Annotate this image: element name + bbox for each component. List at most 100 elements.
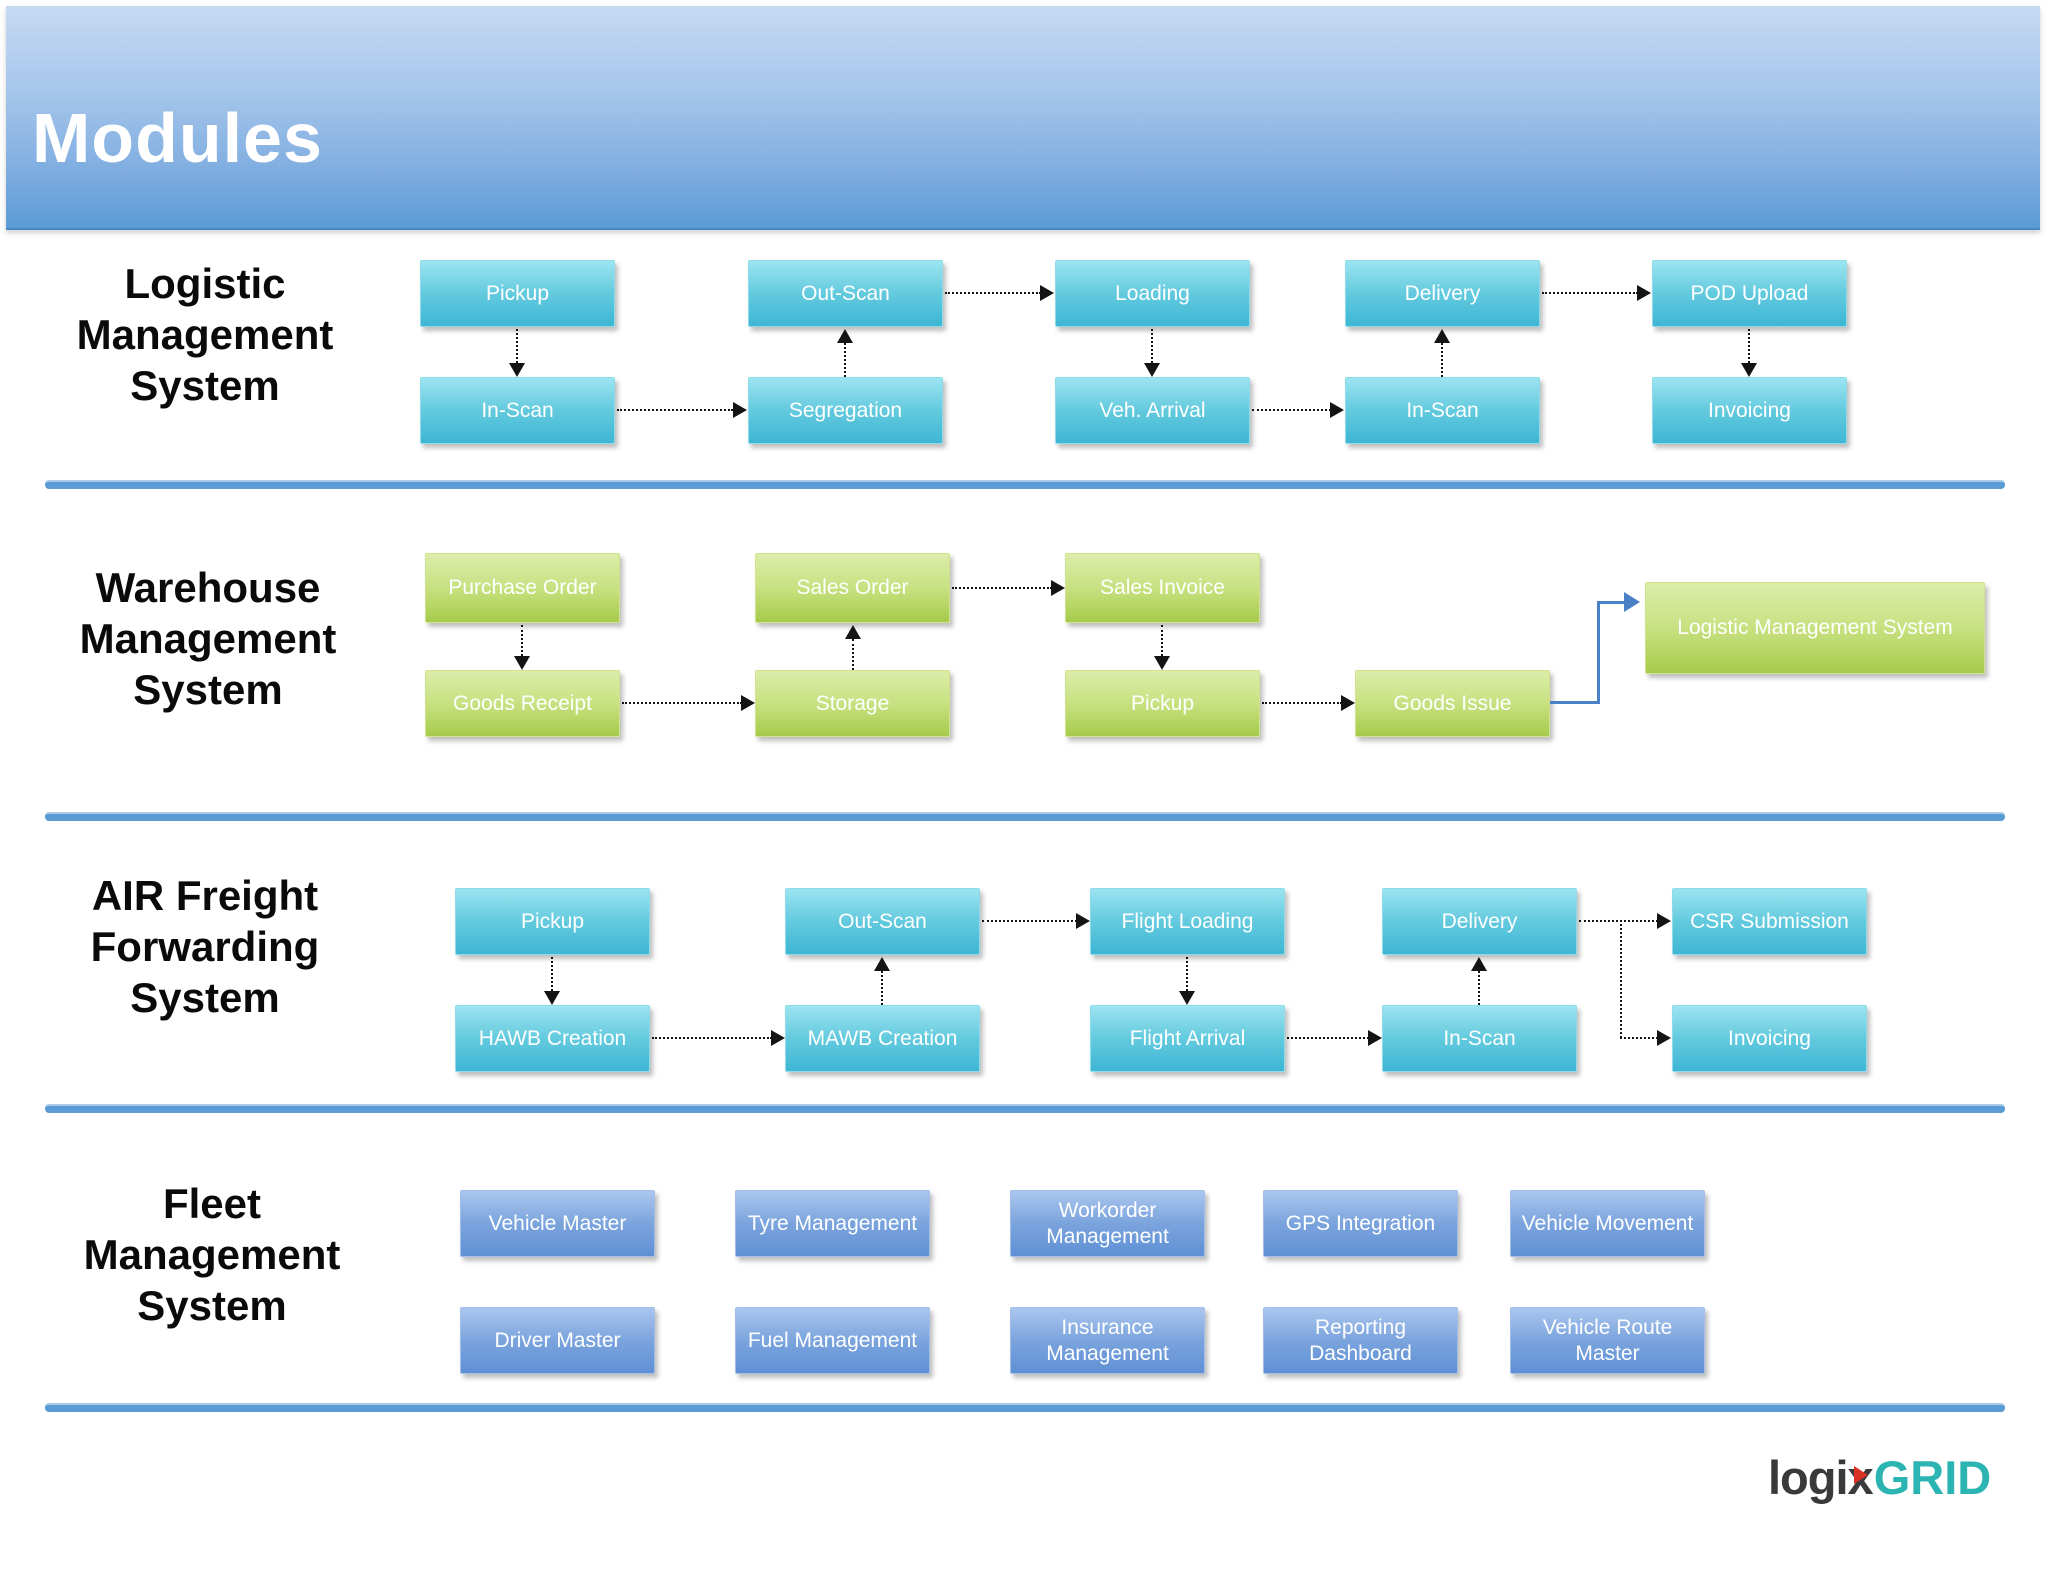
section-title-fleet: Fleet Management System: [83, 1180, 341, 1330]
wms-pickup-box: Pickup: [1065, 670, 1260, 737]
arrowhead-hawb-mawb: [771, 1030, 785, 1046]
aff-hawb-creation-box: HAWB Creation: [455, 1005, 650, 1072]
arrowhead-inscan-segregation: [733, 402, 747, 418]
arrowhead-salesinvoice-pickup: [1154, 656, 1170, 670]
elbow-line-goodsissue-v: [1597, 601, 1600, 704]
aff-inscan-box: In-Scan: [1382, 1005, 1577, 1072]
arrowhead-flightloading-flightarrival: [1179, 991, 1195, 1005]
arrowhead-affoutscan-flightloading: [1076, 913, 1090, 929]
arrow-line-delivery-invoicing: [1620, 1037, 1658, 1039]
arrow-line-salesinvoice-pickup: [1161, 625, 1163, 656]
arrow-line-delivery-branch-v: [1620, 920, 1622, 1038]
arrow-line-po-goodsreceipt: [521, 625, 523, 656]
fms-vehicle-master-box: Vehicle Master: [460, 1190, 655, 1257]
section-title-airfreight: AIR Freight Forwarding System: [90, 872, 320, 1022]
arrowhead-delivery-pod: [1637, 285, 1651, 301]
arrow-line-inscan2-delivery: [1441, 343, 1443, 377]
fms-driver-master-box: Driver Master: [460, 1307, 655, 1374]
lms-outscan-box: Out-Scan: [748, 260, 943, 327]
arrow-line-veharrival-inscan2: [1252, 409, 1331, 411]
elbow-line-goodsissue-h: [1550, 701, 1600, 704]
arrowhead-pod-invoicing: [1741, 363, 1757, 377]
fms-gps-integration-box: GPS Integration: [1263, 1190, 1458, 1257]
arrowhead-outscan-loading: [1040, 285, 1054, 301]
logo-red-triangle-icon: [1853, 1466, 1868, 1484]
arrow-line-mawb-outscan: [881, 971, 883, 1005]
arrowhead-storage-salesorder: [845, 625, 861, 639]
fms-workorder-management-box: Workorder Management: [1010, 1190, 1205, 1257]
section-title-logistic: Logistic Management System: [76, 260, 334, 410]
arrow-line-affpickup-hawb: [551, 957, 553, 991]
aff-delivery-box: Delivery: [1382, 888, 1577, 955]
divider-2: [45, 812, 2005, 821]
page-title: Modules: [32, 99, 323, 177]
arrowhead-goodsreceipt-storage: [741, 695, 755, 711]
aff-csr-submission-box: CSR Submission: [1672, 888, 1867, 955]
wms-sales-invoice-box: Sales Invoice: [1065, 553, 1260, 623]
arrow-line-delivery-pod: [1542, 292, 1638, 294]
arrow-line-segregation-outscan: [844, 343, 846, 377]
aff-mawb-creation-box: MAWB Creation: [785, 1005, 980, 1072]
wms-goods-receipt-box: Goods Receipt: [425, 670, 620, 737]
lms-delivery-box: Delivery: [1345, 260, 1540, 327]
aff-flight-loading-box: Flight Loading: [1090, 888, 1285, 955]
arrow-line-affinscan-delivery: [1478, 971, 1480, 1005]
divider-3: [45, 1104, 2005, 1113]
wms-lms-link-box: Logistic Management System: [1645, 582, 1985, 674]
arrow-line-goodsreceipt-storage: [622, 702, 742, 704]
arrowhead-inscan2-delivery: [1434, 329, 1450, 343]
arrowhead-veharrival-inscan2: [1330, 402, 1344, 418]
fms-insurance-management-box: Insurance Management: [1010, 1307, 1205, 1374]
header-banner: Modules: [6, 6, 2040, 230]
arrow-line-inscan-segregation: [617, 409, 733, 411]
arrow-line-loading-veharrival: [1151, 329, 1153, 363]
aff-pickup-box: Pickup: [455, 888, 650, 955]
lms-veh-arrival-box: Veh. Arrival: [1055, 377, 1250, 444]
lms-segregation-box: Segregation: [748, 377, 943, 444]
fms-vehicle-movement-box: Vehicle Movement: [1510, 1190, 1705, 1257]
arrowhead-loading-veharrival: [1144, 363, 1160, 377]
arrow-line-pickup-inscan: [516, 329, 518, 363]
lms-loading-box: Loading: [1055, 260, 1250, 327]
arrow-line-storage-salesorder: [852, 639, 854, 670]
arrowhead-flightarrival-inscan: [1368, 1030, 1382, 1046]
fms-fuel-management-box: Fuel Management: [735, 1307, 930, 1374]
arrow-line-flightarrival-inscan: [1287, 1037, 1369, 1039]
divider-4: [45, 1403, 2005, 1412]
arrow-line-outscan-loading: [945, 292, 1041, 294]
wms-purchase-order-box: Purchase Order: [425, 553, 620, 623]
elbow-line-goodsissue-stub: [1597, 601, 1627, 604]
arrow-line-hawb-mawb: [652, 1037, 772, 1039]
fms-vehicle-route-master-box: Vehicle Route Master: [1510, 1307, 1705, 1374]
aff-outscan-box: Out-Scan: [785, 888, 980, 955]
arrowhead-delivery-invoicing: [1657, 1030, 1671, 1046]
arrow-line-delivery-csr: [1579, 920, 1658, 922]
arrowhead-affpickup-hawb: [544, 991, 560, 1005]
lms-pod-upload-box: POD Upload: [1652, 260, 1847, 327]
wms-sales-order-box: Sales Order: [755, 553, 950, 623]
lms-inscan2-box: In-Scan: [1345, 377, 1540, 444]
arrowhead-pickup-goodsissue: [1341, 695, 1355, 711]
lms-pickup-box: Pickup: [420, 260, 615, 327]
arrow-line-pickup-goodsissue: [1262, 702, 1342, 704]
arrowhead-po-goodsreceipt: [514, 656, 530, 670]
wms-goods-issue-box: Goods Issue: [1355, 670, 1550, 737]
arrow-line-flightloading-flightarrival: [1186, 957, 1188, 991]
wms-storage-box: Storage: [755, 670, 950, 737]
arrowhead-delivery-csr: [1657, 913, 1671, 929]
arrowhead-segregation-outscan: [837, 329, 853, 343]
arrow-line-salesorder-salesinvoice: [952, 587, 1052, 589]
arrowhead-salesorder-salesinvoice: [1051, 580, 1065, 596]
logo-text-teal: GRID: [1873, 1451, 1992, 1504]
aff-invoicing-box: Invoicing: [1672, 1005, 1867, 1072]
arrow-line-pod-invoicing: [1748, 329, 1750, 363]
arrowhead-affinscan-delivery: [1471, 957, 1487, 971]
arrowhead-pickup-inscan: [509, 363, 525, 377]
arrowhead-goodsissue-lms: [1624, 592, 1640, 612]
arrow-line-affoutscan-flightloading: [982, 920, 1077, 922]
lms-invoicing-box: Invoicing: [1652, 377, 1847, 444]
logo-text-dark: logi: [1768, 1451, 1849, 1504]
section-title-warehouse: Warehouse Management System: [79, 564, 337, 714]
fms-reporting-dashboard-box: Reporting Dashboard: [1263, 1307, 1458, 1374]
